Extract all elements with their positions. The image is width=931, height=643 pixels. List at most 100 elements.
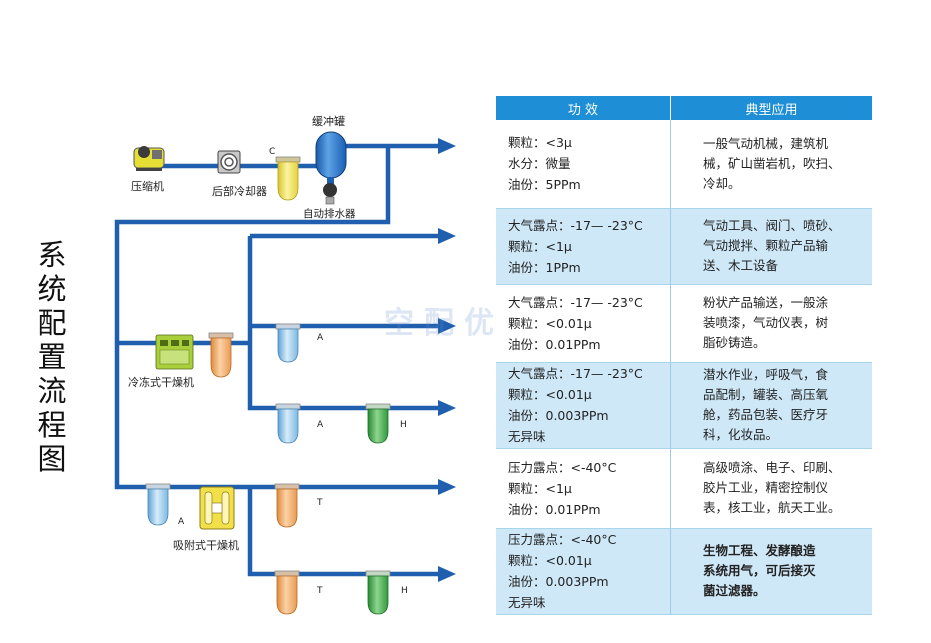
effect-line: 压力露点：<-40°C — [508, 532, 617, 547]
filter-a3-letter: A — [178, 517, 185, 527]
filter-refrig-orange-icon — [208, 332, 234, 378]
effect-line: 油份：0.01PPm — [508, 501, 601, 517]
application-cell: 一般气动机械，建筑机械，矿山凿岩机，吹扫、冷却。 — [670, 120, 872, 209]
application-cell: 粉状产品输送，一般涂装喷漆，气动仪表，树脂砂铸造。 — [670, 284, 872, 363]
application-line: 气动工具、阀门、喷砂、 — [703, 218, 841, 233]
filter-a1-icon — [275, 323, 301, 363]
effect-line: 油份：0.01PPm — [508, 336, 601, 352]
filter-t1-letter: T — [316, 498, 323, 508]
filter-a3-icon — [145, 483, 171, 526]
watermark: 空配优 — [384, 306, 504, 341]
table-header-row: 功 效 典型应用 — [496, 96, 872, 120]
table-row: 大气露点：-17— -23°C 颗粒：<0.01μ 油份：0.01PPm 粉状产品输送… — [496, 284, 872, 363]
effect-line: 大气露点：-17— -23°C — [508, 366, 643, 381]
filter-h2-icon — [365, 570, 391, 615]
filter-h1-letter: H — [400, 420, 407, 430]
effect-line: 大气露点：-17— -23°C — [508, 217, 643, 233]
filter-a2-icon — [275, 403, 301, 444]
arrowhead-4 — [438, 400, 456, 416]
application-line: 品配制，罐装、高压氧 — [703, 387, 829, 402]
effect-cell: 大气露点：-17— -23°C 颗粒：<0.01μ 油份：0.01PPm — [496, 284, 671, 363]
arrowhead-5 — [438, 479, 456, 495]
arrowheads — [438, 138, 456, 582]
effect-line: 颗粒：<1μ — [508, 480, 572, 496]
application-line: 潜水作业，呼吸气，食 — [703, 367, 829, 382]
adsorption-dryer-icon — [199, 486, 235, 530]
compressor-icon — [133, 146, 165, 171]
application-line: 菌过滤器。 — [703, 583, 766, 598]
filter-h2-letter: H — [401, 586, 408, 596]
aftercooler-label: 后部冷却器 — [212, 184, 267, 198]
table-row: 颗粒：<3μ 水分：微量油份：5PPm 一般气动机械，建筑机械，矿山凿岩机，吹扫、冷… — [496, 120, 872, 209]
flow-diagram: 压缩机 后部冷却器 C 缓冲罐 自动排水器 冷冻式干燥机 A — [114, 114, 456, 615]
effect-cell: 压力露点：<-40°C 颗粒：<1μ 油份：0.01PPm — [496, 448, 671, 529]
arrowhead-1 — [438, 138, 456, 154]
application-cell: 潜水作业，呼吸气，食品配制，罐装、高压氧舱，药品包装、医疗牙科，化妆品。 — [670, 362, 872, 449]
application-line: 粉状产品输送，一般涂 — [703, 295, 829, 310]
effect-cell: 压力露点：<-40°C 颗粒：<0.01μ 油份：0.003PPm 无异味 — [496, 528, 671, 615]
effect-cell: 大气露点：-17— -23°C 颗粒：<1μ 油份：1PPm — [496, 208, 671, 285]
application-line: 气动搅拌、颗粒产品输 — [703, 238, 829, 253]
auto-drain-icon — [323, 183, 337, 205]
header-application: 典型应用 — [670, 96, 872, 120]
aftercooler-icon — [217, 150, 241, 174]
application-line: 表，核工业，航天工业。 — [703, 500, 841, 515]
refrigerated-dryer-label: 冷冻式干燥机 — [128, 375, 194, 389]
effect-line: 油份：1PPm — [508, 259, 581, 275]
application-line: 高级喷涂、电子、印刷、 — [703, 460, 841, 475]
table-row: 大气露点：-17— -23°C 颗粒：<0.01μ 油份：0.003PPm 无异味 潜水… — [496, 362, 872, 449]
header-effect: 功 效 — [496, 96, 671, 120]
filter-c-letter: C — [269, 147, 275, 157]
application-line: 系统用气，可后接灭 — [703, 563, 816, 578]
function-table: 功 效 典型应用 颗粒：<3μ 水分：微量油份：5PPm 一般气动机械，建筑机械，矿… — [496, 96, 872, 615]
effect-line: 无异味 — [508, 595, 546, 610]
table-row: 压力露点：<-40°C 颗粒：<1μ 油份：0.01PPm 高级喷涂、电子、印刷、胶片… — [496, 448, 872, 529]
buffer-tank-icon — [315, 131, 347, 185]
effect-line: 油份：0.003PPm — [508, 574, 609, 589]
side-title: 系 统 配 置 流 程 图 — [37, 238, 67, 476]
effect-line: 压力露点：<-40°C — [508, 459, 617, 475]
effect-line: 颗粒：<0.01μ — [508, 553, 592, 568]
adsorption-dryer-label: 吸附式干燥机 — [173, 538, 239, 552]
effect-line: 颗粒：<3μ — [508, 135, 572, 151]
filter-t2-icon — [274, 570, 300, 615]
application-line: 胶片工业，精密控制仪 — [703, 480, 829, 495]
application-cell: 生物工程、发酵酿造系统用气，可后接灭菌过滤器。 — [670, 528, 872, 615]
arrowhead-3 — [438, 318, 456, 334]
effect-line: 无异味 — [508, 429, 546, 444]
filter-a1-letter: A — [317, 333, 324, 343]
application-cell: 气动工具、阀门、喷砂、气动搅拌、颗粒产品输送、木工设备 — [670, 208, 872, 285]
effect-line: 颗粒：<0.01μ — [508, 387, 592, 402]
application-line: 科，化妆品。 — [703, 427, 779, 442]
table-row: 大气露点：-17— -23°C 颗粒：<1μ 油份：1PPm 气动工具、阀门、喷砂、气… — [496, 208, 872, 285]
effect-line: 颗粒：<1μ — [508, 238, 572, 254]
auto-drain-label: 自动排水器 — [303, 207, 356, 220]
filter-t1-icon — [274, 483, 300, 528]
application-line: 送、木工设备 — [703, 258, 779, 273]
application-line: 脂砂铸造。 — [703, 335, 766, 350]
buffer-tank-label: 缓冲罐 — [312, 114, 345, 128]
table-body: 颗粒：<3μ 水分：微量油份：5PPm 一般气动机械，建筑机械，矿山凿岩机，吹扫、冷… — [496, 120, 872, 615]
application-line: 装喷漆，气动仪表，树 — [703, 315, 829, 330]
effect-cell: 大气露点：-17— -23°C 颗粒：<0.01μ 油份：0.003PPm 无异味 — [496, 362, 671, 449]
arrowhead-6 — [438, 566, 456, 582]
application-line: 械，矿山凿岩机，吹扫、 — [703, 155, 841, 171]
effect-cell: 颗粒：<3μ 水分：微量油份：5PPm — [496, 120, 671, 209]
filter-a2-letter: A — [317, 420, 324, 430]
application-cell: 高级喷涂、电子、印刷、胶片工业，精密控制仪表，核工业，航天工业。 — [670, 448, 872, 529]
application-line: 舱，药品包装、医疗牙 — [703, 407, 829, 422]
effect-line: 颗粒：<0.01μ — [508, 315, 592, 331]
filter-t2-letter: T — [316, 586, 323, 596]
effect-line: 油份：5PPm — [508, 177, 581, 193]
application-line: 一般气动机械，建筑机 — [703, 135, 829, 151]
filter-h1-icon — [365, 403, 391, 444]
filter-c-icon — [275, 156, 301, 201]
application-line: 冷却。 — [703, 175, 741, 191]
effect-line: 大气露点：-17— -23°C — [508, 294, 643, 310]
application-line: 生物工程、发酵酿造 — [703, 543, 816, 558]
refrigerated-dryer-icon — [155, 334, 194, 370]
effect-line: 水分：微量 — [508, 156, 571, 172]
arrowhead-2 — [438, 228, 456, 244]
effect-line: 油份：0.003PPm — [508, 408, 609, 423]
table-row: 压力露点：<-40°C 颗粒：<0.01μ 油份：0.003PPm 无异味 生物工程、发… — [496, 528, 872, 615]
